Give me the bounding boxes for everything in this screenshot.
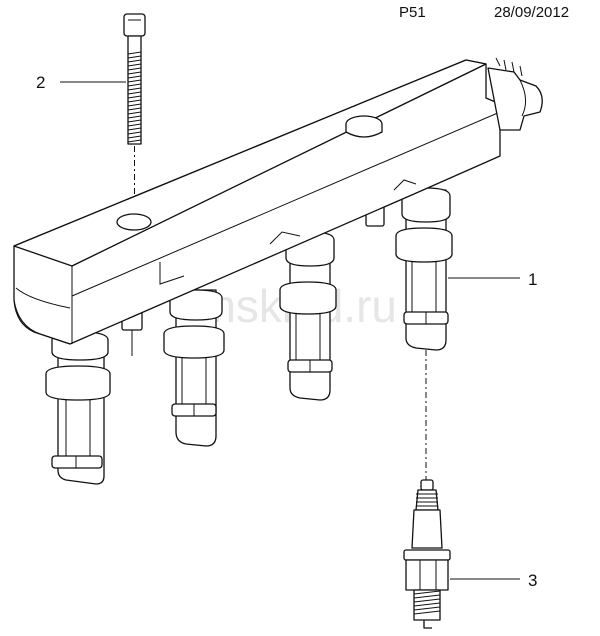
thread-line [127,95,142,99]
spark-plug-hex [405,559,449,591]
thread-line [127,91,142,95]
thread-line [127,51,142,55]
thread-line [413,610,441,615]
thread-line [127,131,142,135]
spark-plug-terminal [420,479,434,491]
thread-line [127,67,142,71]
thread-line [413,594,441,599]
callout-2: 2 [36,73,126,92]
diagram-date: 28/09/2012 [494,4,570,21]
callout-3: 3 [450,571,537,590]
thread-line [413,590,441,595]
wiring-connector [487,67,543,131]
thread-line [127,71,142,75]
ignition-coil-part [13,57,543,485]
spark-plug-electrode [423,620,432,629]
thread-line [413,606,441,611]
thread-line [127,107,142,111]
thread-line [127,79,142,83]
callout-number-3: 3 [528,571,537,590]
thread-line [127,87,142,91]
thread-line [127,119,142,123]
thread-line [127,103,142,107]
thread-line [127,135,142,139]
thread-line [127,111,142,115]
spark-plug-gasket [403,549,451,561]
diagram-code: P51 [399,4,426,21]
bolt-head [123,13,146,37]
thread-line [413,598,441,603]
thread-line [413,602,441,607]
spark-plug-threads [413,590,441,615]
thread-line [127,83,142,87]
thread-line [127,55,142,59]
spark-plug-ribs [416,493,438,507]
thread-line [127,99,142,103]
coil-tower-1 [45,331,111,485]
thread-line [127,59,142,63]
callout-number-2: 2 [36,73,45,92]
bolt-part [123,13,146,218]
coil-tower-2 [163,289,225,447]
coil-tower-4 [395,187,453,351]
callout-number-1: 1 [528,270,537,289]
spark-plug-part [403,479,451,629]
thread-line [127,123,142,127]
thread-line [127,75,142,79]
thread-line [127,139,142,143]
spark-plug-insulator [415,489,439,511]
thread-line [127,115,142,119]
bolt-hole [116,213,152,231]
callout-1: 1 [448,270,537,289]
thread-line [127,127,142,131]
thread-line [127,63,142,67]
bolt-threads [127,51,142,143]
